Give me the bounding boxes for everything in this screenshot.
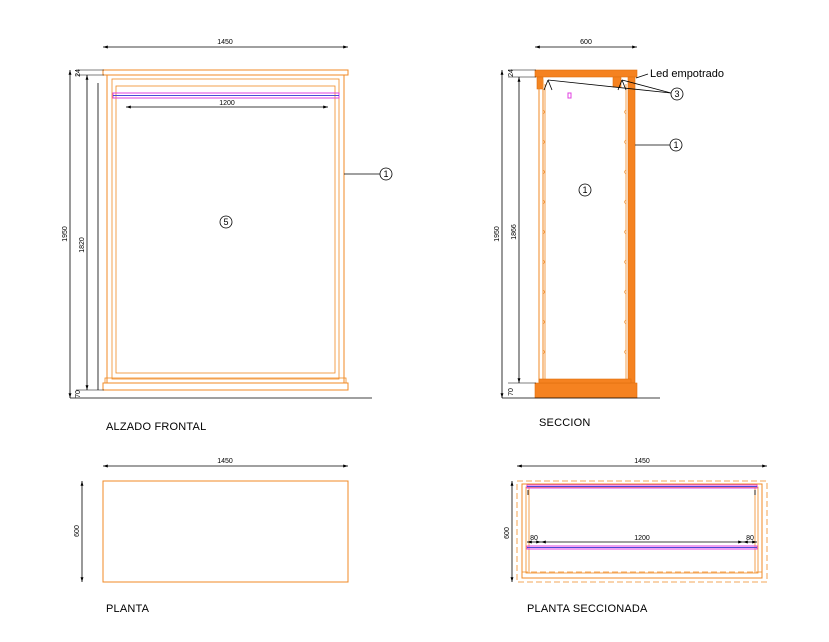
front-inner-dim: 1200 bbox=[219, 100, 235, 107]
section-top-dim: 24 bbox=[508, 69, 515, 77]
front-width-dim: 1450 bbox=[217, 39, 233, 46]
section-side-bubble bbox=[669, 138, 683, 152]
section-height-body: 1866 bbox=[511, 224, 518, 240]
front-callout-center: 5 bbox=[223, 217, 228, 227]
plan-view: 1450 600 PLANTA bbox=[74, 458, 349, 615]
plan-section-width-dim: 1450 bbox=[634, 458, 650, 465]
section-led-bubble bbox=[670, 87, 684, 101]
front-callout-bubble bbox=[379, 167, 393, 181]
front-elevation: 1450 1200 1950 1820 24 70 1 5 AL bbox=[62, 39, 393, 433]
plan-depth-dim: 600 bbox=[74, 525, 81, 537]
plan-section-right-dim: 80 bbox=[746, 535, 754, 542]
plan-width-dim: 1450 bbox=[217, 458, 233, 465]
plan-section-left-dim: 80 bbox=[530, 535, 538, 542]
plan-title: PLANTA bbox=[106, 603, 150, 615]
plan-section-inner-dim: 1200 bbox=[634, 535, 650, 542]
section-callout-led: 3 bbox=[674, 89, 679, 99]
front-body bbox=[106, 74, 345, 384]
section-callout-center: 1 bbox=[582, 185, 587, 195]
plan-section-inner bbox=[525, 486, 759, 574]
section-led-note-leader bbox=[635, 73, 649, 79]
plan-section-carcass bbox=[521, 483, 763, 579]
plan-section-outer-dashed bbox=[516, 480, 768, 583]
front-height-total: 1950 bbox=[62, 226, 69, 242]
front-title: ALZADO FRONTAL bbox=[106, 421, 206, 433]
section-led-leader-2 bbox=[621, 79, 672, 94]
front-inner-frame bbox=[111, 78, 340, 380]
section-base bbox=[534, 382, 638, 399]
section-bottom-shelf bbox=[538, 378, 632, 384]
section-top-left-block bbox=[536, 76, 544, 90]
plan-section-title: PLANTA SECCIONADA bbox=[527, 603, 648, 615]
section-led-bracket-left bbox=[543, 79, 553, 91]
section-led-mark bbox=[567, 92, 572, 99]
front-height-body: 1820 bbox=[79, 237, 86, 253]
front-callout-side: 1 bbox=[383, 169, 388, 179]
plan-section-depth-dim: 600 bbox=[504, 527, 511, 539]
section-center-bubble bbox=[578, 183, 592, 197]
section-led-leader-1 bbox=[547, 79, 672, 94]
section-back-panel bbox=[627, 76, 636, 384]
plan-section-view: 1450 80 1200 80 600 PLANTA SECCIONADA bbox=[504, 458, 768, 615]
front-top-moulding bbox=[102, 69, 349, 76]
section-door bbox=[538, 79, 544, 383]
section-bottom-dim: 70 bbox=[508, 388, 515, 396]
front-center-bubble bbox=[219, 215, 233, 229]
section-view: 600 1950 1866 24 70 bbox=[494, 39, 724, 429]
section-height-total: 1950 bbox=[494, 226, 501, 242]
section-title: SECCION bbox=[539, 417, 591, 429]
front-bottom-dim: 70 bbox=[75, 390, 82, 398]
section-callout-side: 1 bbox=[673, 140, 678, 150]
front-door-panel bbox=[115, 85, 336, 374]
front-plinth bbox=[102, 382, 349, 391]
plan-outline bbox=[102, 480, 349, 583]
plan-section-corner-marks bbox=[527, 490, 756, 495]
section-led-note: Led empotrado bbox=[650, 68, 724, 80]
section-shelf-marks bbox=[542, 109, 627, 355]
front-top-dim: 24 bbox=[75, 69, 82, 77]
section-width-dim: 600 bbox=[580, 39, 592, 46]
front-base-moulding bbox=[104, 377, 347, 384]
section-top-slab bbox=[534, 69, 638, 78]
